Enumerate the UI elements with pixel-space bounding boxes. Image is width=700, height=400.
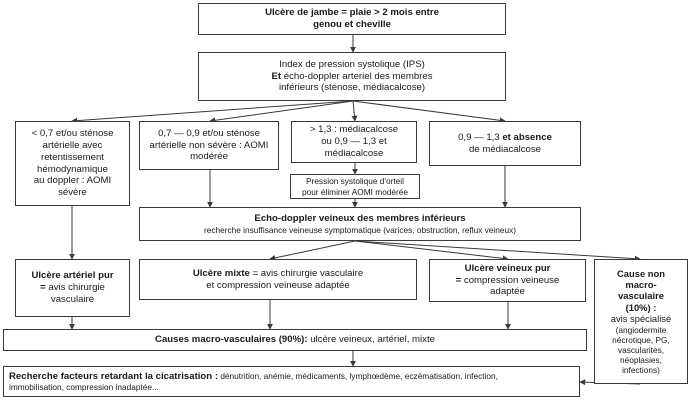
node-ulcere-mixte: Ulcère mixte = avis chirurgie vasculaire… [139, 259, 417, 300]
arrow-veineux-to-vein-pur [354, 240, 509, 262]
node-ips-doppler: Index de pression systolique (IPS) Et éc… [198, 52, 506, 101]
node-facteurs-cicatrisation: Recherche facteurs retardant la cicatris… [3, 366, 580, 397]
node-cause-non-macro-vasculaire: Cause non macro- vasculaire (10%) : avis… [594, 259, 688, 384]
node-ulcere-arteriel-pur: Ulcère artériel pur = avis chirurgie vas… [15, 259, 130, 317]
arrow-ips-to-c4 [352, 100, 506, 124]
node-ips-moderee: 0,7 — 0,9 et/ou sténose artérielle non s… [139, 121, 279, 170]
node-pression-orteil: Pression systolique d'orteil pour élimin… [290, 174, 420, 199]
node-ips-normal: 0,9 — 1,3 et absence de médiacalcose [429, 121, 581, 166]
node-causes-macro-vasculaires: Causes macro-vasculaires (90%): ulcère v… [3, 329, 587, 351]
arrow-veineux-to-non-macro [354, 240, 641, 262]
node-echo-doppler-veineux: Echo-doppler veineux des membres inférie… [139, 207, 581, 241]
arrow-ips-to-c1 [71, 100, 354, 124]
node-ulcere-veineux-pur: Ulcère veineux pur = compression veineus… [429, 259, 586, 302]
node-ips-mediacalcose: > 1,3 : médiacalcose ou 0,9 — 1,3 et méd… [291, 121, 417, 163]
arrow-ips-to-c2 [209, 100, 354, 124]
arrow-veineux-to-mixte [269, 240, 356, 261]
arrow-ips-to-c3 [351, 100, 358, 122]
node-ulcere-definition: Ulcère de jambe = plaie > 2 mois entre g… [198, 3, 506, 35]
node-ips-severe: < 0,7 et/ou sténose artérielle avec rete… [15, 121, 130, 206]
